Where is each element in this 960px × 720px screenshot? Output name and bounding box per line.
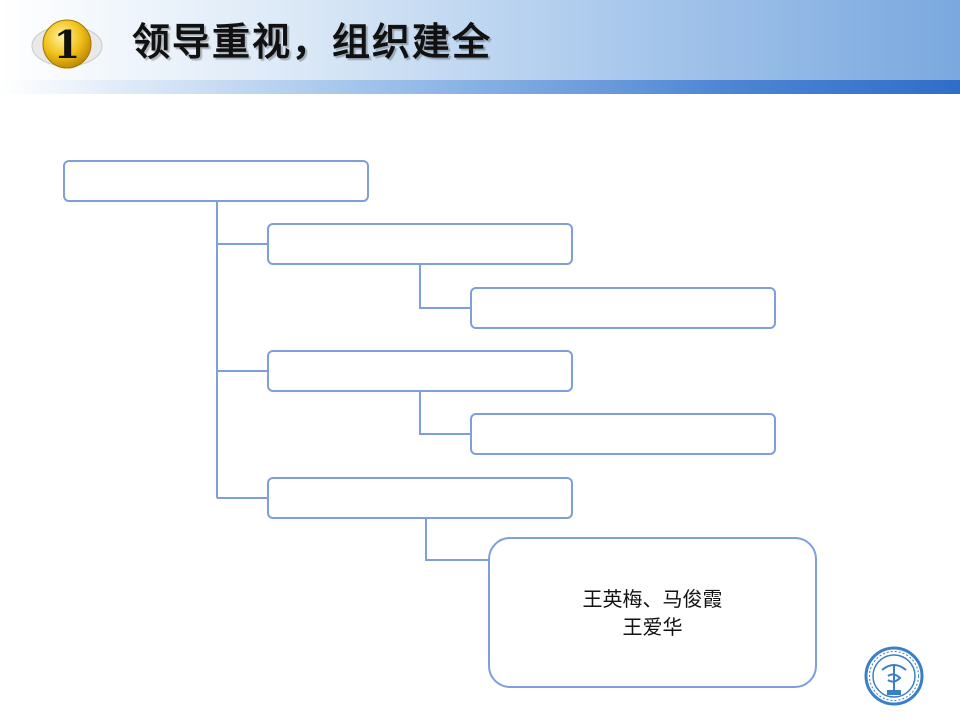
number-badge-icon: 1 — [31, 19, 103, 69]
medical-emblem-icon — [864, 646, 924, 706]
org-branch-box-2 — [267, 350, 573, 392]
connector-branch-3 — [425, 519, 489, 561]
connector-root — [216, 202, 268, 499]
slide-number: 1 — [54, 22, 80, 67]
header-accent-bar — [0, 80, 960, 94]
member-names-line-1: 王英梅、马俊霞 — [582, 586, 723, 611]
org-branch-box-3 — [267, 477, 573, 519]
slide-header — [0, 0, 960, 80]
org-child-box-2 — [470, 413, 776, 455]
org-child-box-1 — [470, 287, 776, 329]
connector-branch-1 — [419, 265, 471, 309]
org-branch-box-1 — [267, 223, 573, 265]
connector-branch-2 — [419, 392, 471, 435]
org-top-box — [63, 160, 369, 202]
member-names-line-2: 王爱华 — [622, 614, 683, 639]
org-child-box-3: 王英梅、马俊霞 王爱华 — [488, 537, 817, 688]
slide-title: 领导重视，组织建全 — [132, 20, 493, 64]
